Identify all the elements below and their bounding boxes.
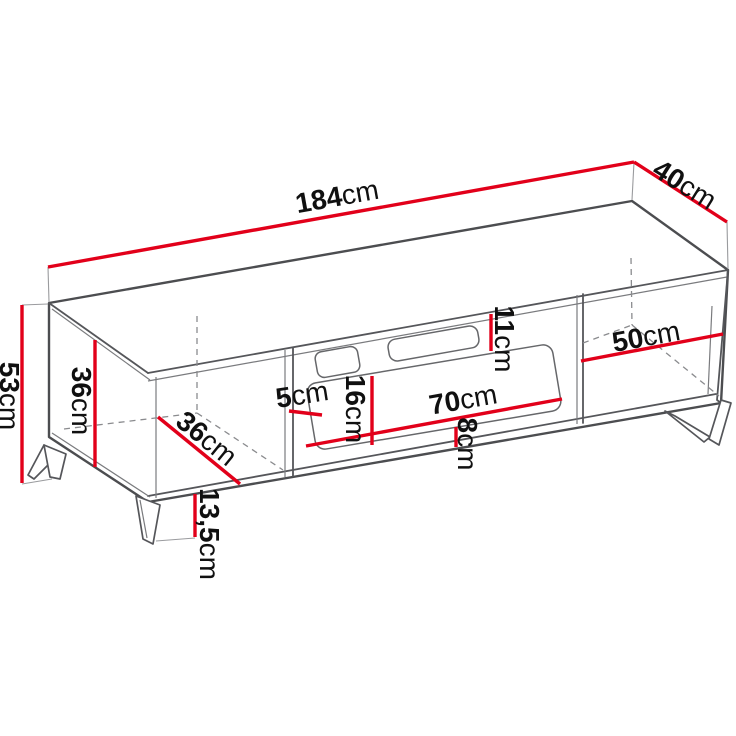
tick-width-right: [631, 161, 635, 201]
handle-cutout-right: [387, 325, 480, 362]
right-niche-back-corner-edge: [630, 257, 633, 326]
tick-height-bottom: [21, 478, 53, 485]
bottom-front-edge-inner: [147, 393, 717, 497]
dimline-overall-width: [47, 160, 635, 269]
label-front-top-margin: 11cm: [490, 306, 521, 373]
front-left-leg: [135, 495, 161, 545]
tick-width-left: [47, 266, 50, 303]
handle-cutout-left: [314, 345, 361, 379]
dimension-lines: [20, 160, 728, 537]
left-niche-hidden-edges: [63, 316, 284, 471]
label-overall-height: 53cm: [0, 362, 26, 430]
right-side-inner-edge: [707, 305, 713, 395]
right-niche-floor-back-edge: [582, 324, 633, 344]
label-niche-inner-height: 36cm: [67, 367, 98, 435]
middle-door-details: [306, 325, 562, 450]
top-left-edge-inner: [51, 308, 151, 381]
top-front-edge: [147, 269, 729, 374]
label-front-panel-width: 70cm: [427, 378, 500, 420]
bottom-left-edge-inner: [51, 432, 151, 498]
right-leg: [708, 399, 732, 446]
front-left-leg-inner-line: [139, 499, 148, 539]
cabinet-legs: [27, 399, 732, 545]
label-overall-width: 184cm: [293, 173, 381, 218]
right-leg-front-strut: [664, 410, 711, 443]
tick-leg-bottom: [155, 537, 196, 542]
label-leg-height: 13,5cm: [195, 488, 226, 580]
tick-depth-right: [726, 221, 729, 270]
label-front-bottom-margin: 8cm: [453, 418, 484, 471]
label-front-panel-height: 16cm: [341, 375, 372, 443]
dimline-front-panel-width: [305, 397, 563, 448]
dimline-front-side-margin: [288, 409, 323, 417]
dimline-right-niche-width: [580, 332, 724, 363]
top-front-edge-inner: [147, 276, 728, 382]
label-overall-depth: 40cm: [648, 153, 723, 216]
label-front-side-margin: 5cm: [273, 375, 330, 414]
left-niche-floor-back-edge: [63, 412, 198, 430]
tick-height-top: [21, 303, 49, 306]
right-niche-floor-side-edge: [631, 324, 720, 397]
top-left-edge: [48, 302, 149, 374]
back-left-leg: [43, 444, 67, 480]
front-recessed-panel: [306, 344, 562, 450]
dimline-overall-depth: [633, 160, 728, 224]
right-niche-hidden-edges: [582, 257, 720, 397]
label-right-niche-width: 50cm: [610, 315, 683, 358]
dimension-connectors: [21, 161, 729, 542]
dimline-niche-inner-depth: [156, 415, 242, 486]
